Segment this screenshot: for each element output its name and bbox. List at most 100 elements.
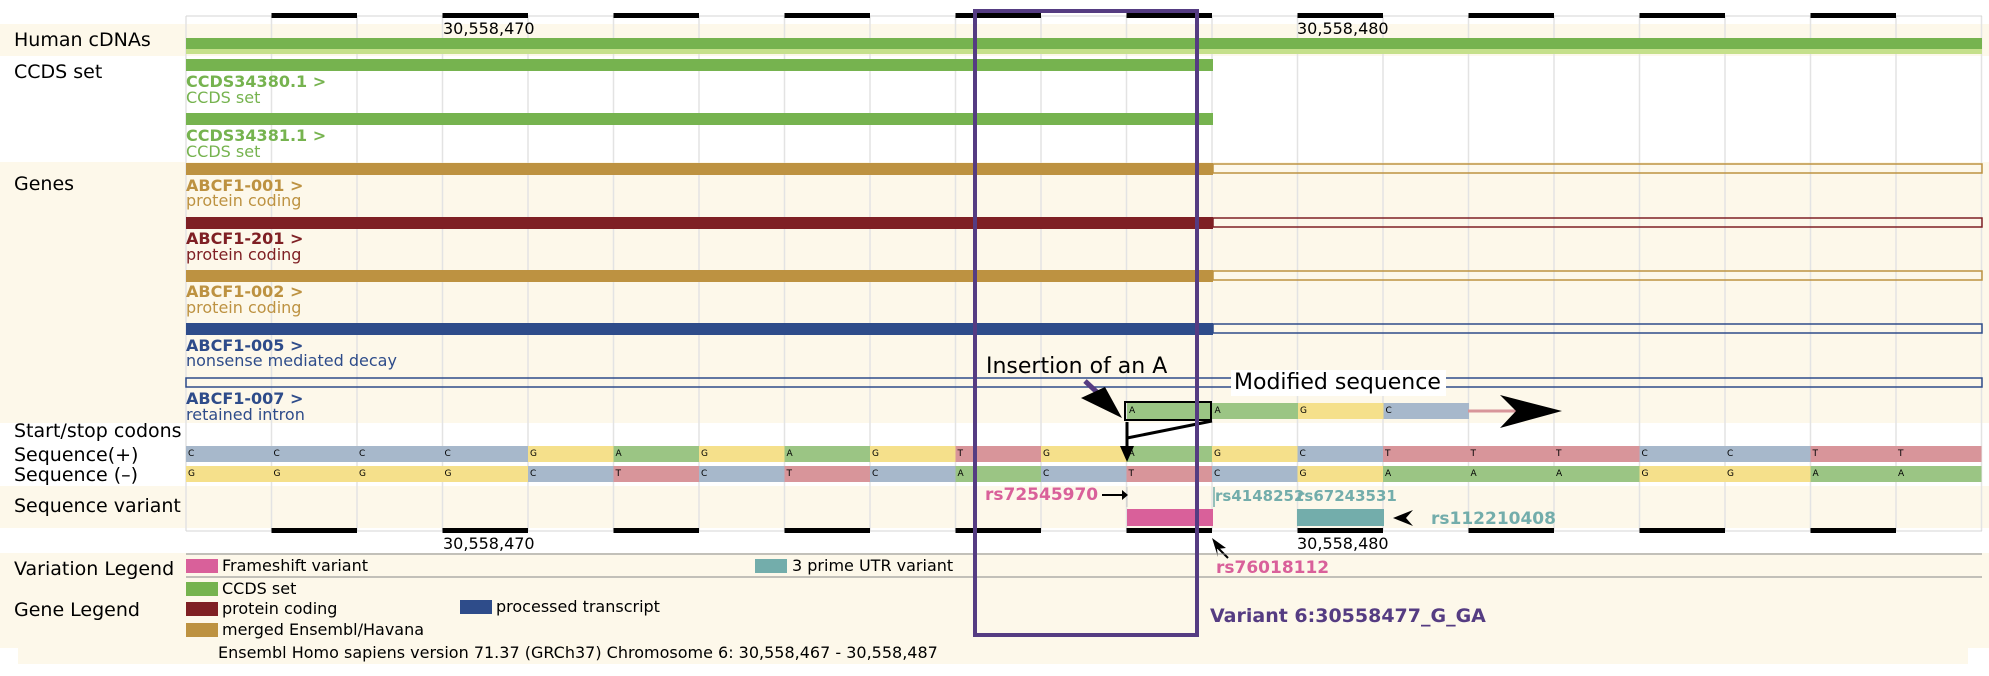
track-backgrounds: [0, 24, 1989, 664]
sequence-plus-base: [271, 446, 357, 462]
gene-transcript-utr-box[interactable]: [1212, 217, 1983, 228]
sequence-plus-base: [870, 446, 956, 462]
ruler-top: [186, 13, 1982, 18]
sequence-minus-base: [1810, 466, 1896, 482]
variant-label-rs67243531[interactable]: rs67243531: [1297, 487, 1397, 505]
ruler-tick: [1468, 13, 1554, 18]
sequence-minus-base-letter: A: [1813, 469, 1820, 479]
ruler-tick: [1297, 528, 1383, 533]
modified-sequence-base: [1212, 403, 1298, 419]
ruler-tick: [442, 13, 528, 18]
variant-label-rs72545970[interactable]: rs72545970: [985, 485, 1098, 505]
band-footer: [18, 642, 1968, 664]
sequence-plus-base: [613, 446, 699, 462]
sequence-plus-base: [699, 446, 785, 462]
gene-transcript-id[interactable]: ABCF1-005 >: [186, 336, 303, 355]
sequence-plus-base-letter: A: [616, 449, 623, 459]
gene-transcript-biotype: protein coding: [186, 191, 301, 210]
sequence-plus-base-letter: G: [1043, 449, 1050, 459]
sequence-plus-base: [955, 446, 1041, 462]
ruler-tick: [442, 528, 528, 533]
utr-variant-feature[interactable]: [1297, 509, 1384, 526]
sequence-plus-base: [1639, 446, 1725, 462]
sequence-minus-base-letter: G: [1642, 469, 1649, 479]
modified-sequence-base: [1127, 403, 1213, 419]
gene-transcript-utr-box[interactable]: [1212, 270, 1983, 281]
sequence-minus-base-letter: C: [1043, 469, 1049, 479]
sequence-minus-base: [1126, 466, 1212, 482]
legend-processed-label: processed transcript: [496, 597, 660, 616]
variant-label-rs76018112[interactable]: rs76018112: [1216, 558, 1329, 578]
sequence-minus-base-letter: G: [1727, 469, 1734, 479]
frameshift-variant-feature[interactable]: [1127, 509, 1213, 526]
ruler-tick: [1639, 528, 1725, 533]
sequence-plus-base-letter: C: [1300, 449, 1306, 459]
sequence-minus-base-letter: G: [1300, 469, 1307, 479]
ccds-transcript-id[interactable]: CCDS34380.1 >: [186, 72, 326, 91]
sequence-minus-base: [699, 466, 785, 482]
gene-transcript-id[interactable]: ABCF1-201 >: [186, 229, 303, 248]
sequence-minus-base-letter: G: [359, 469, 366, 479]
legend-protein-coding-swatch: [186, 602, 218, 616]
ccds-transcript-type: CCDS set: [186, 88, 260, 107]
sequence-plus-base: [528, 446, 614, 462]
sequence-plus-base-letter: T: [957, 449, 964, 459]
variant-label-rs112210408[interactable]: rs112210408: [1431, 509, 1556, 529]
sequence-minus-base: [271, 466, 357, 482]
track-label-variation-legend: Variation Legend: [14, 558, 174, 580]
gene-transcript-bar[interactable]: [186, 270, 1213, 282]
sequence-minus-base: [528, 466, 614, 482]
ruler-tick: [1810, 528, 1896, 533]
sequence-minus-base: [1212, 466, 1298, 482]
ruler-tick: [1810, 13, 1896, 18]
gene-transcript-id[interactable]: ABCF1-001 >: [186, 176, 303, 195]
gene-transcript-biotype: protein coding: [186, 298, 301, 317]
sequence-minus-base-letter: C: [530, 469, 536, 479]
track-label-sequence-minus: Sequence (–): [14, 464, 138, 486]
gene-transcript-utr-box[interactable]: [1212, 163, 1983, 174]
ruler-tick: [271, 528, 357, 533]
gene-transcript-biotype: nonsense mediated decay: [186, 351, 397, 370]
human-cdna-feature[interactable]: [186, 38, 1982, 49]
sequence-minus-base-letter: T: [615, 469, 622, 479]
gene-transcript-bar[interactable]: [186, 217, 1213, 229]
sequence-plus-base-letter: G: [701, 449, 708, 459]
ruler-tick: [1126, 13, 1212, 18]
human-cdna-feature-lower[interactable]: [186, 49, 1982, 54]
sequence-minus-base: [1468, 466, 1554, 482]
sequence-minus-base: [1041, 466, 1127, 482]
legend-ccds-swatch: [186, 582, 218, 596]
gene-transcript-utr-box[interactable]: [1212, 323, 1983, 334]
legend-utr-label: 3 prime UTR variant: [792, 556, 953, 575]
sequence-plus-base: [1554, 446, 1640, 462]
gene-transcript-bar[interactable]: [186, 163, 1213, 175]
sequence-plus-base-letter: T: [1812, 449, 1819, 459]
sequence-minus-base: [1297, 466, 1383, 482]
sequence-minus-base-letter: G: [274, 469, 281, 479]
ccds-transcript-bar[interactable]: [186, 113, 1213, 125]
ccds-transcript-bar[interactable]: [186, 59, 1213, 71]
gene-transcript-intron-box[interactable]: [185, 377, 1983, 388]
gene-transcript-id[interactable]: ABCF1-007 >: [186, 389, 303, 408]
band-genes: [0, 162, 1989, 423]
sequence-plus-base: [1810, 446, 1896, 462]
ruler-tick: [1126, 528, 1212, 533]
ruler-tick: [955, 528, 1041, 533]
rs76018112-arrow-icon: [1212, 538, 1226, 557]
sequence-plus-base: [1297, 446, 1383, 462]
sequence-plus-base: [784, 446, 870, 462]
gene-transcript-biotype: protein coding: [186, 245, 301, 264]
variant-label-rs4148252[interactable]: rs4148252: [1215, 487, 1304, 505]
sequence-minus-base: [1639, 466, 1725, 482]
ccds-transcript-id[interactable]: CCDS34381.1 >: [186, 126, 326, 145]
sequence-minus-base: [613, 466, 699, 482]
gene-transcript-bar[interactable]: [186, 323, 1213, 335]
ruler-tick: [784, 528, 870, 533]
sequence-plus-base: [1383, 446, 1469, 462]
sequence-minus-base-letter: A: [1556, 469, 1563, 479]
gene-transcript-id[interactable]: ABCF1-002 >: [186, 282, 303, 301]
sequence-minus-base: [442, 466, 528, 482]
sequence-minus-base: [1383, 466, 1469, 482]
sequence-minus-base: [870, 466, 956, 482]
